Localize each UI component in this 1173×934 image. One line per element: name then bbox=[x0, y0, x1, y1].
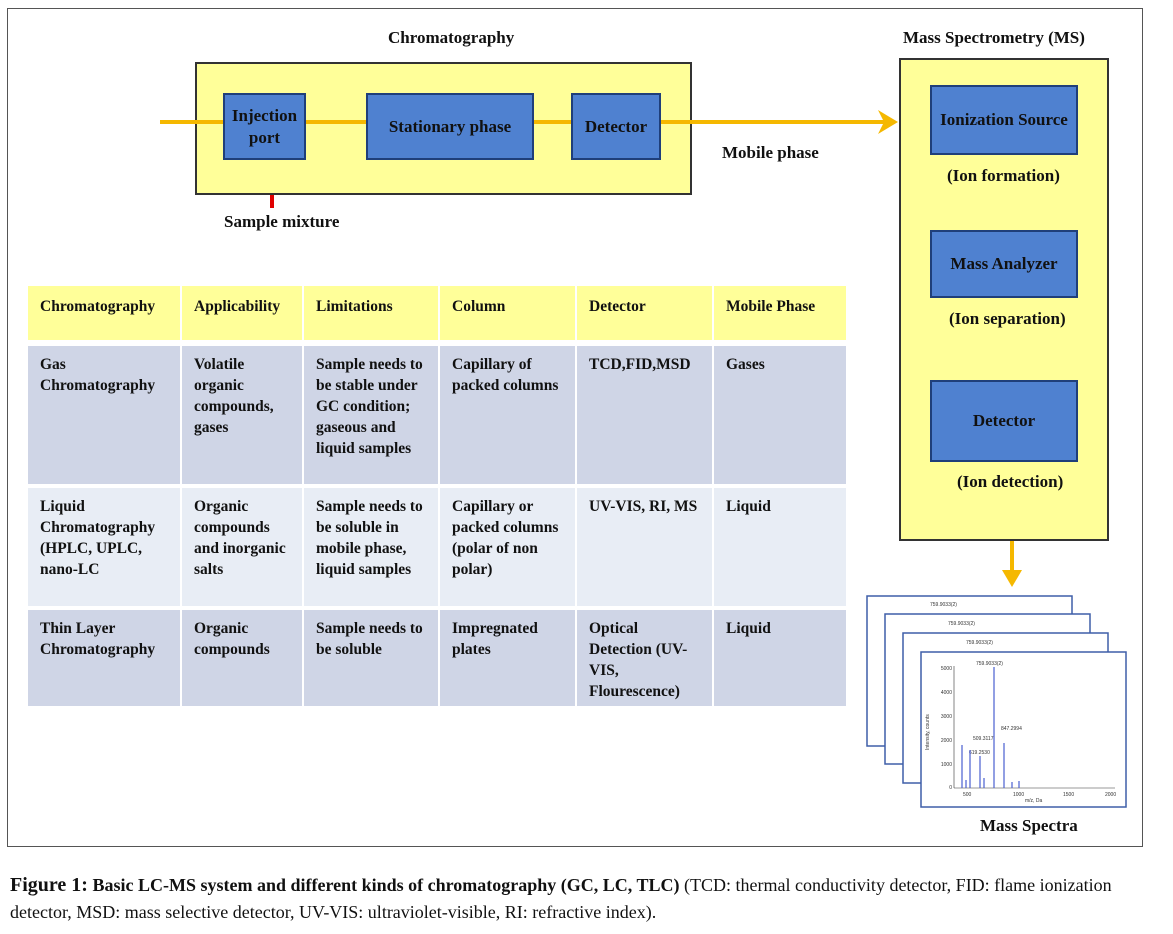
chromatography-detector-box: Detector bbox=[571, 93, 661, 160]
ion-detection-label: (Ion detection) bbox=[957, 472, 1064, 491]
injection-port-box: Injection port bbox=[223, 93, 306, 160]
sheet-peak-label: 759.9033(2) bbox=[966, 640, 993, 646]
peak-label: 847.2994 bbox=[1001, 726, 1022, 732]
ion-formation-label: (Ion formation) bbox=[947, 166, 1060, 185]
figure-caption: Figure 1: Basic LC-MS system and differe… bbox=[10, 872, 1170, 926]
mass-spectra-label: Mass Spectra bbox=[980, 816, 1078, 835]
table-cell: Thin Layer Chromatography bbox=[28, 610, 180, 706]
stationary-phase-box: Stationary phase bbox=[366, 93, 534, 160]
table-header-cell: Applicability bbox=[182, 286, 302, 340]
ion-separation-label: (Ion separation) bbox=[949, 309, 1066, 328]
table-cell: Sample needs to be soluble in mobile pha… bbox=[304, 488, 438, 606]
table-header-cell: Chromatography bbox=[28, 286, 180, 340]
table-cell: UV-VIS, RI, MS bbox=[577, 488, 712, 606]
table-header-cell: Limitations bbox=[304, 286, 438, 340]
peak-label: 619.2530 bbox=[969, 750, 990, 756]
table-header-cell: Mobile Phase bbox=[714, 286, 846, 340]
x-axis-label: m/z, Da bbox=[1025, 798, 1042, 804]
x-tick-label: 500 bbox=[963, 792, 972, 798]
flow-arrowhead bbox=[878, 110, 898, 134]
mass-spectra-stack: 759.9033(2) 759.9033(2) 759.9033(2) 759.… bbox=[866, 595, 1127, 808]
mobile-phase-label: Mobile phase bbox=[722, 143, 819, 162]
y-tick-label: 4000 bbox=[941, 690, 952, 696]
x-tick-label: 2000 bbox=[1105, 792, 1116, 798]
y-tick-label: 2000 bbox=[941, 738, 952, 744]
table-cell: Volatile organic compounds, gases bbox=[182, 346, 302, 484]
y-tick-label: 3000 bbox=[941, 714, 952, 720]
table-cell: Capillary of packed columns bbox=[440, 346, 575, 484]
table-cell: Optical Detection (UV-VIS, Flourescence) bbox=[577, 610, 712, 706]
ms-title: Mass Spectrometry (MS) bbox=[903, 28, 1085, 47]
table-cell: Gas Chromatography bbox=[28, 346, 180, 484]
x-tick-label: 1000 bbox=[1013, 792, 1024, 798]
sheet-peak-label: 759.9033(2) bbox=[930, 602, 957, 608]
table-cell: Liquid bbox=[714, 488, 846, 606]
caption-text: (TCD: thermal conductivity detector, FID… bbox=[10, 875, 1112, 922]
table-cell: Capillary or packed columns (polar of no… bbox=[440, 488, 575, 606]
spectrum-peaks bbox=[961, 667, 1020, 788]
sheet-peak-label: 759.9033(2) bbox=[948, 621, 975, 627]
table-header-cell: Column bbox=[440, 286, 575, 340]
table-header-cell: Detector bbox=[577, 286, 712, 340]
x-tick-label: 1500 bbox=[1063, 792, 1074, 798]
sample-mixture-label: Sample mixture bbox=[224, 212, 340, 231]
table-cell: Organic compounds bbox=[182, 610, 302, 706]
figure-frame bbox=[7, 8, 1143, 847]
table-cell: Organic compounds and inorganic salts bbox=[182, 488, 302, 606]
table-cell: Liquid bbox=[714, 610, 846, 706]
ionization-source-box: Ionization Source bbox=[930, 85, 1078, 155]
y-tick-label: 5000 bbox=[941, 666, 952, 672]
ms-detector-box: Detector bbox=[930, 380, 1078, 462]
caption-label: Figure 1: bbox=[10, 874, 88, 896]
table-cell: Liquid Chromatography (HPLC, UPLC, nano-… bbox=[28, 488, 180, 606]
peak-label: 509.3117 bbox=[973, 736, 994, 742]
caption-bold-text: Basic LC-MS system and different kinds o… bbox=[92, 875, 680, 895]
table-cell: Impregnated plates bbox=[440, 610, 575, 706]
table-cell: Gases bbox=[714, 346, 846, 484]
spectra-arrowhead bbox=[1002, 570, 1022, 587]
y-tick-label: 0 bbox=[949, 785, 952, 791]
spectrum-sheet-front bbox=[920, 651, 1127, 808]
table-cell: Sample needs to be stable under GC condi… bbox=[304, 346, 438, 484]
y-tick-label: 1000 bbox=[941, 762, 952, 768]
table-cell: Sample needs to be soluble bbox=[304, 610, 438, 706]
peak-label: 759.9033(2) bbox=[976, 661, 1003, 667]
mass-analyzer-box: Mass Analyzer bbox=[930, 230, 1078, 298]
chromatography-title: Chromatography bbox=[388, 28, 515, 47]
table-cell: TCD,FID,MSD bbox=[577, 346, 712, 484]
y-axis-label: Intensity, counts bbox=[925, 714, 931, 750]
